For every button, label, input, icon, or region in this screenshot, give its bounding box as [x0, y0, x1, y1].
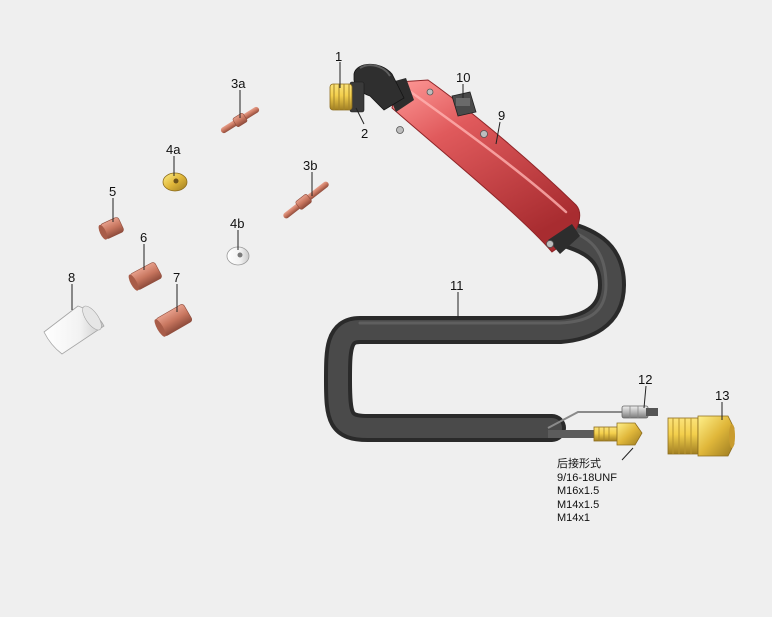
part-6-tip	[128, 262, 162, 291]
cable-hose	[324, 218, 626, 442]
part-5-tip	[98, 217, 124, 240]
connection-option: 9/16-18UNF	[557, 471, 617, 484]
part-3a-electrode	[220, 106, 260, 134]
connection-spec-list: 后接形式 9/16-18UNF M16x1.5 M14x1.5 M14x1	[557, 458, 617, 526]
connection-option: M14x1.5	[557, 498, 600, 511]
part-7-tip	[154, 304, 193, 337]
label-9: 9	[498, 108, 505, 123]
part-9-handle	[384, 78, 581, 254]
connection-option: M16x1.5	[557, 485, 600, 498]
label-12: 12	[638, 372, 652, 387]
part-10-switch	[451, 91, 477, 117]
part-4a-swirl-ring	[162, 172, 188, 192]
leader-lines	[71, 62, 723, 461]
label-4a: 4a	[166, 142, 181, 157]
part-8-nozzle	[43, 305, 105, 355]
label-10: 10	[456, 70, 470, 85]
label-7: 7	[173, 270, 180, 285]
part-13-brass-adapter	[667, 415, 735, 457]
connection-option: M14x1	[557, 512, 591, 525]
part-4b-swirl-ring	[226, 246, 250, 266]
label-4b: 4b	[230, 216, 244, 231]
connection-spec-title: 后接形式	[557, 458, 601, 470]
part-1-brass-head	[329, 83, 353, 111]
label-2: 2	[361, 126, 368, 141]
part-3b-electrode	[283, 181, 329, 219]
label-8: 8	[68, 270, 75, 285]
label-5: 5	[109, 184, 116, 199]
label-6: 6	[140, 230, 147, 245]
rear-fitting	[548, 422, 643, 446]
label-13: 13	[715, 388, 729, 403]
label-11: 11	[450, 278, 464, 293]
label-1: 1	[335, 49, 342, 64]
label-3a: 3a	[231, 76, 246, 91]
part-12-control-plug	[621, 405, 658, 419]
label-3b: 3b	[303, 158, 317, 173]
control-wire	[547, 411, 622, 429]
